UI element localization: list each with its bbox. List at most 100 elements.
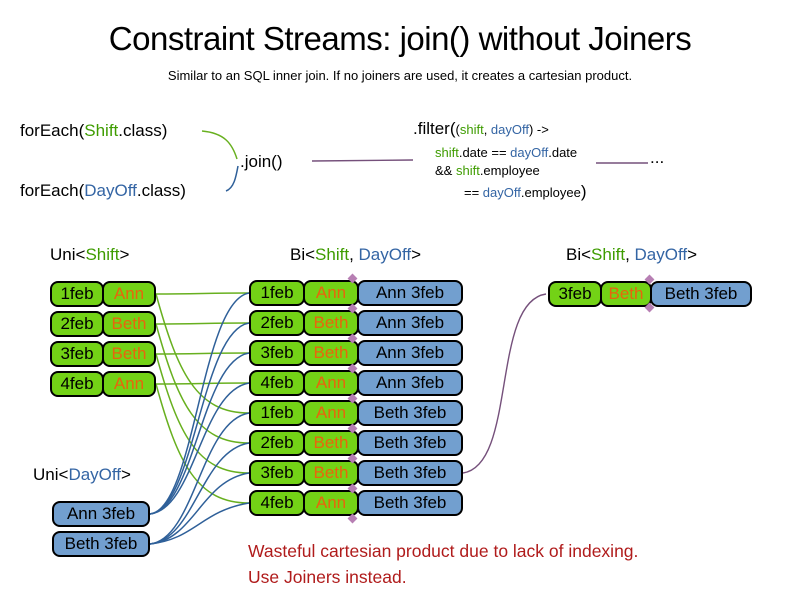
code-text: ) <box>580 182 587 201</box>
shift-date-cell: 1feb <box>50 281 104 307</box>
dayoff-cell: Beth 3feb <box>357 400 463 426</box>
code-text: .employee <box>520 185 581 200</box>
code-param-dayoff: dayOff <box>490 122 529 137</box>
label-text: DayOff <box>634 245 688 264</box>
shift-to-bi-line <box>155 322 250 325</box>
warning-note: Wasteful cartesian product due to lack o… <box>248 538 638 590</box>
shift-date-cell: 3feb <box>249 340 305 366</box>
shift-date-cell: 4feb <box>249 370 305 396</box>
label-text: > <box>687 245 698 264</box>
label-text: Uni< <box>33 465 69 484</box>
shift-employee-cell: Beth <box>600 281 652 307</box>
label-text: , <box>625 245 635 264</box>
dayoff-to-bi-line <box>149 322 250 515</box>
shift-to-bi-line <box>155 383 250 504</box>
warning-note-line2: Use Joiners instead. <box>248 567 407 587</box>
shift-employee-cell: Ann <box>102 371 156 397</box>
dayoff-cell: Beth 3feb <box>52 531 150 557</box>
label-text: Shift <box>315 245 350 264</box>
code-join: .join() <box>240 152 283 171</box>
shift-employee-cell: Ann <box>303 370 359 396</box>
brace-shift-line <box>201 130 238 160</box>
code-text: ) -> <box>528 122 549 137</box>
shift-date-cell: 3feb <box>548 281 602 307</box>
code-filter-line4: == dayOff.employee) <box>464 182 587 202</box>
shift-date-cell: 2feb <box>249 310 305 336</box>
code-text: .filter( <box>413 119 456 138</box>
table-row: Ann 3feb <box>52 501 150 527</box>
shift-to-bi-line <box>155 382 250 385</box>
shift-to-bi-line <box>155 352 250 355</box>
label-text: Shift <box>591 245 626 264</box>
code-text: == <box>464 185 483 200</box>
label-text: Bi< <box>290 245 316 264</box>
label-text: > <box>121 465 131 484</box>
code-ellipsis: ... <box>650 148 665 167</box>
label-text: Bi< <box>566 245 592 264</box>
dayoff-cell: Ann 3feb <box>357 340 463 366</box>
code-text: ( <box>455 122 460 137</box>
code-text: .date == <box>458 145 511 160</box>
dayoff-cell: Beth 3feb <box>650 281 752 307</box>
label-bi-shift-dayoff-mid: Bi<Shift, DayOff> <box>290 245 421 265</box>
label-uni-dayoff: Uni<DayOff> <box>33 465 131 485</box>
code-filter-line2: shift.date == dayOff.date <box>435 145 577 160</box>
code-text: shift <box>455 163 480 178</box>
dayoff-to-bi-line <box>149 472 250 545</box>
join-to-filter-line <box>311 159 414 162</box>
dayoff-to-bi-line <box>149 292 250 515</box>
shift-date-cell: 3feb <box>249 460 305 486</box>
shift-employee-cell: Ann <box>303 490 359 516</box>
shift-employee-cell: Beth <box>102 341 156 367</box>
shift-date-cell: 2feb <box>249 430 305 456</box>
dayoff-cell: Ann 3feb <box>357 370 463 396</box>
label-text: > <box>119 245 130 264</box>
code-foreach-shift: forEach(Shift.class) <box>20 121 167 141</box>
code-text: dayOff <box>482 185 521 200</box>
dayoff-to-bi-line <box>149 382 250 515</box>
label-bi-shift-dayoff-right: Bi<Shift, DayOff> <box>566 245 697 265</box>
label-text: Shift <box>85 245 120 264</box>
shift-employee-cell: Ann <box>303 280 359 306</box>
shift-employee-cell: Beth <box>303 460 359 486</box>
table-row: Beth 3feb <box>52 531 150 557</box>
code-filter-line3: && shift.employee <box>435 163 540 178</box>
page-title: Constraint Streams: join() without Joine… <box>108 20 692 57</box>
dayoff-cell: Ann 3feb <box>357 280 463 306</box>
shift-to-bi-line <box>155 292 250 295</box>
code-text: && <box>435 163 456 178</box>
shift-date-cell: 4feb <box>249 490 305 516</box>
code-shift-class: Shift <box>84 121 119 140</box>
code-param-shift: shift <box>459 122 484 137</box>
shift-employee-cell: Beth <box>303 340 359 366</box>
dayoff-cell: Ann 3feb <box>52 501 150 527</box>
shift-date-cell: 2feb <box>50 311 104 337</box>
code-filter-line1: .filter((shift, dayOff) -> <box>413 119 549 139</box>
label-text: > <box>411 245 422 264</box>
brace-dayoff-line <box>225 165 239 192</box>
dayoff-to-bi-line <box>149 352 250 515</box>
code-text: .class) <box>118 121 168 140</box>
code-text: .employee <box>479 163 540 178</box>
code-foreach-dayoff: forEach(DayOff.class) <box>20 181 186 201</box>
shift-to-bi-line <box>155 353 250 474</box>
dayoff-cell: Beth 3feb <box>357 430 463 456</box>
shift-to-bi-line <box>155 323 250 444</box>
code-text: , <box>483 122 491 137</box>
